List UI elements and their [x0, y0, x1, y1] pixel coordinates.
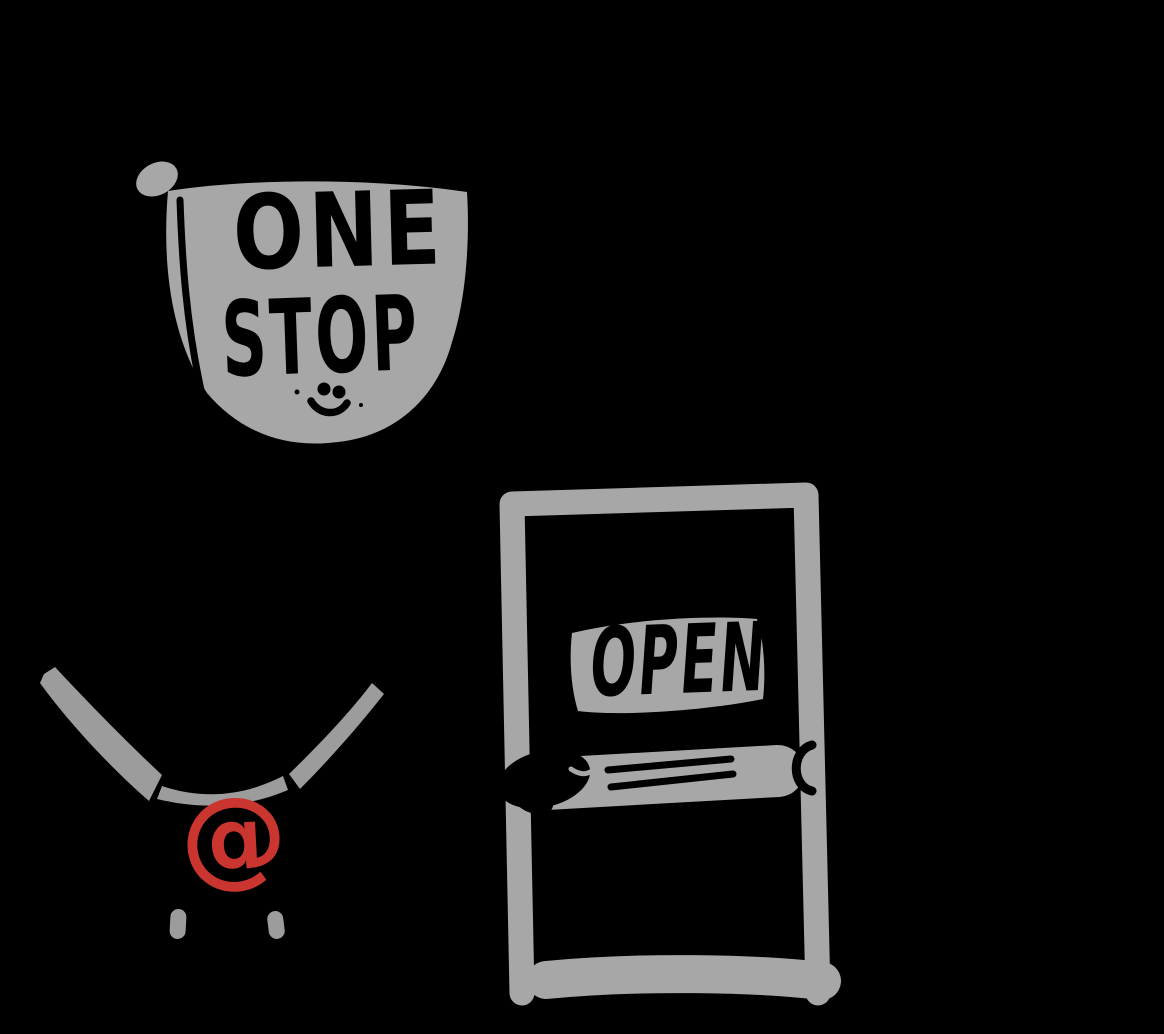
sign-board — [166, 181, 468, 444]
thumb — [512, 785, 554, 815]
handle-detail-line — [607, 770, 737, 791]
shadow-character: @ — [40, 667, 384, 939]
left-arm-highlight — [40, 667, 162, 801]
door: OPEN — [497, 482, 841, 1006]
ink-speck — [294, 389, 300, 395]
sign-line-2: STOP — [220, 273, 422, 401]
sign-line-1: ONE — [232, 169, 447, 294]
right-foot — [267, 911, 285, 939]
lap-highlight — [157, 776, 288, 806]
smiley-mouth — [307, 397, 351, 417]
right-arm-highlight — [289, 683, 384, 789]
one-stop-sign: ONE STOP — [136, 161, 468, 444]
ink-speck — [359, 403, 363, 407]
smiley-face-icon — [294, 382, 363, 417]
left-foot — [169, 909, 187, 939]
hand-grabbing-handle — [497, 749, 593, 815]
handle-detail-line — [604, 755, 735, 774]
open-sign-label: OPEN — [586, 603, 771, 720]
sign-holder-thumb — [136, 161, 178, 197]
smiley-right-eye — [332, 385, 346, 399]
knuckle-highlight — [568, 766, 593, 777]
smiley-left-eye — [317, 382, 331, 396]
at-symbol-pendant: @ — [177, 773, 290, 902]
door-threshold — [527, 955, 841, 1000]
open-sign-plaque — [570, 617, 765, 714]
sign-crease-line — [176, 196, 205, 394]
handle-right-mount — [791, 740, 817, 796]
